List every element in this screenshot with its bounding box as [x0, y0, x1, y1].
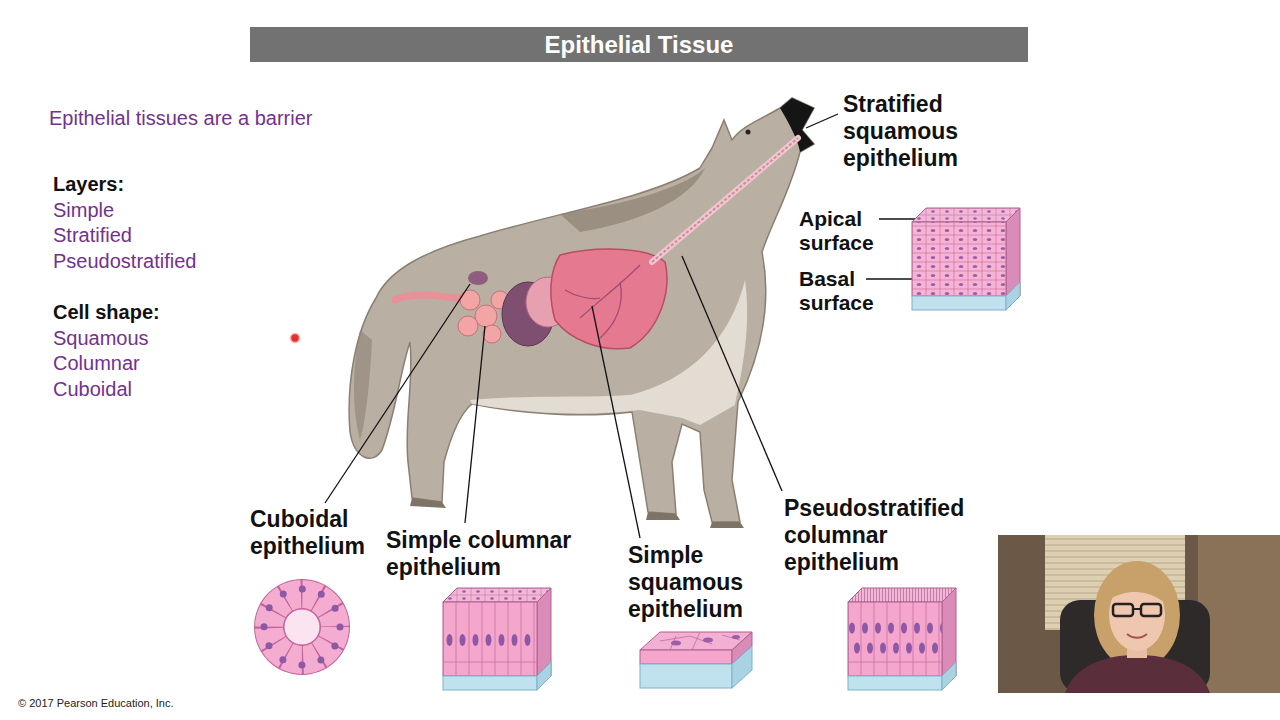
simple-squamous-slab — [640, 632, 752, 688]
webcam-video — [998, 535, 1280, 693]
title-band — [250, 27, 1028, 62]
simple-columnar-block — [443, 588, 551, 690]
stratified-squamous-block — [912, 208, 1020, 310]
callout-label: Stratified squamous epithelium — [843, 91, 978, 172]
list-heading: Layers: — [53, 172, 124, 196]
callout-label: Cuboidal epithelium — [250, 506, 375, 560]
list-item: Simple — [53, 198, 114, 222]
copyright: © 2017 Pearson Education, Inc. — [18, 696, 173, 710]
list-item: Cuboidal — [53, 377, 132, 401]
callout-label: Simple columnar epithelium — [386, 527, 591, 581]
intro-note: Epithelial tissues are a barrier — [49, 106, 312, 130]
leader-lines — [325, 114, 934, 538]
surface-label: Apical surface — [799, 207, 889, 255]
callout-label: Simple squamous epithelium — [628, 542, 763, 623]
organs — [395, 138, 798, 349]
callout-label: Pseudostratified columnar epithelium — [784, 495, 984, 576]
list-heading: Cell shape: — [53, 300, 160, 324]
pseudostratified-block — [848, 588, 956, 690]
list-item: Squamous — [53, 326, 149, 350]
slide-title: Epithelial Tissue — [545, 31, 734, 59]
wolf-figure — [349, 98, 814, 528]
pointer-dot — [291, 334, 300, 343]
cuboidal-tubule — [254, 579, 350, 675]
surface-label: Basal surface — [799, 267, 889, 315]
list-item: Pseudostratified — [53, 249, 196, 273]
list-item: Stratified — [53, 223, 132, 247]
list-item: Columnar — [53, 351, 140, 375]
